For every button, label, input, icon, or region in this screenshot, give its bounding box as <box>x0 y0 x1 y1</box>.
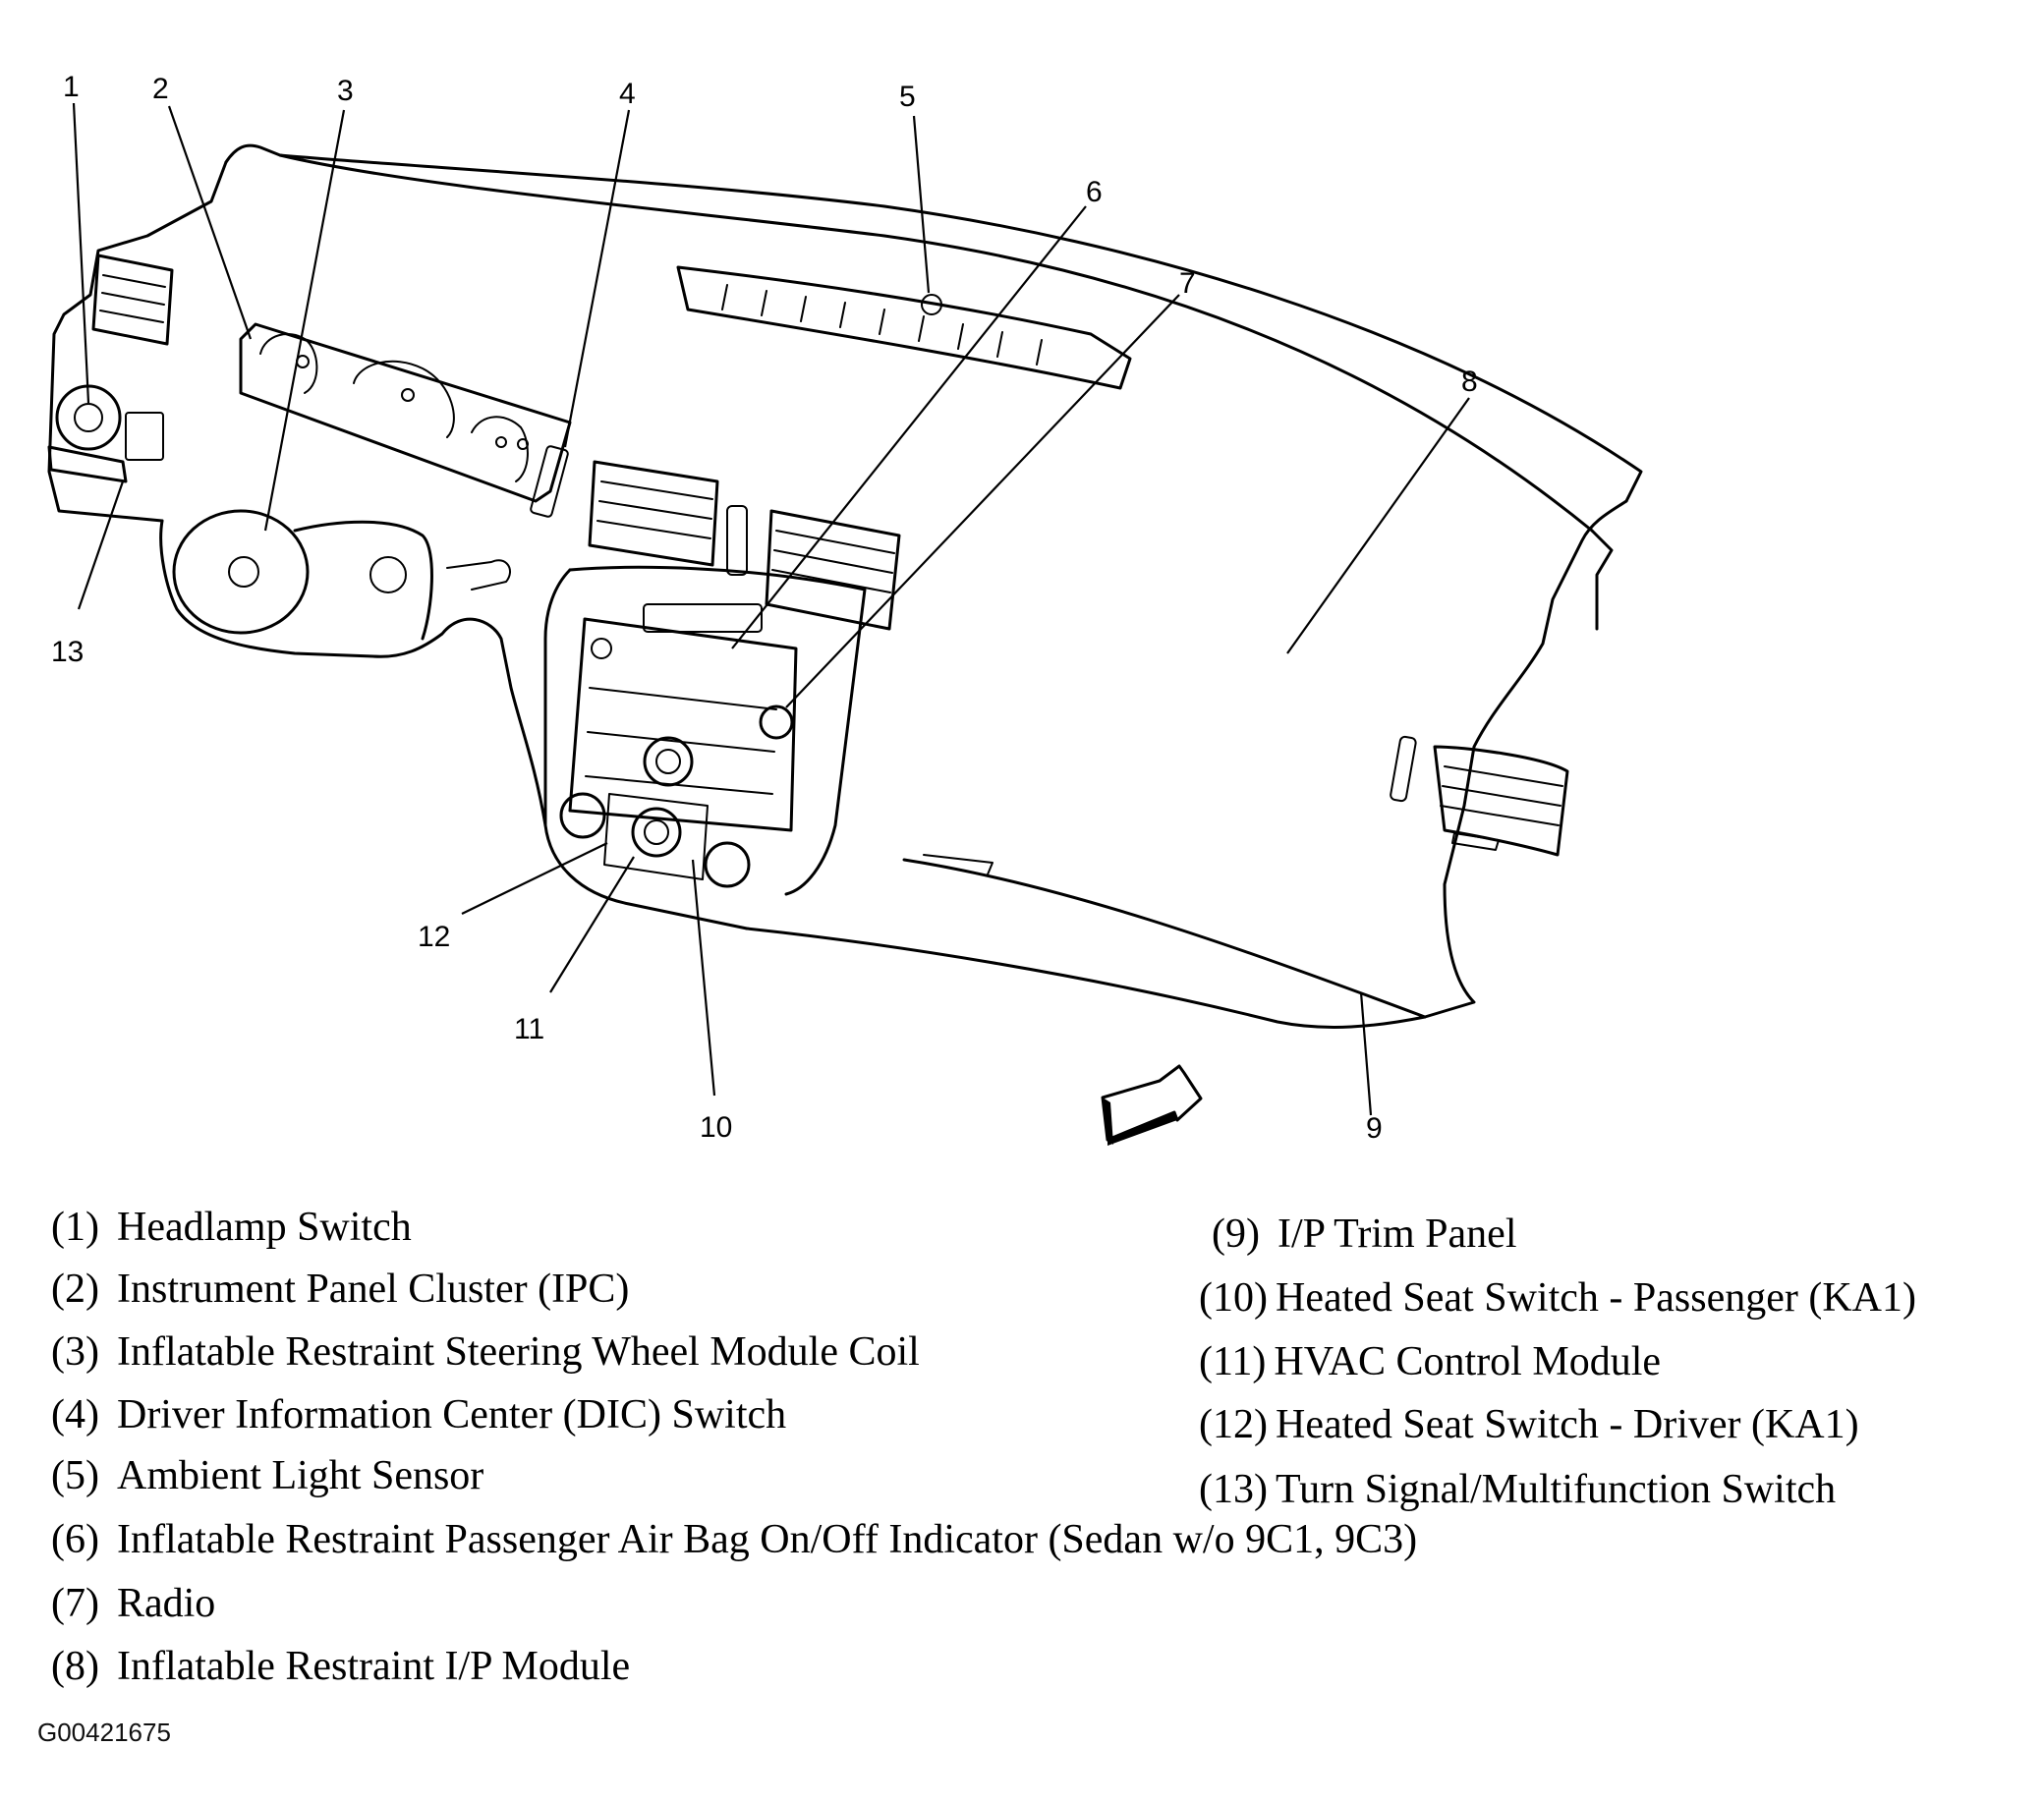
callout-7: 7 <box>1179 267 1196 300</box>
callout-12: 12 <box>418 921 450 953</box>
legend-text: Ambient Light Sensor <box>116 1453 484 1498</box>
callout-2: 2 <box>152 73 169 105</box>
direction-arrow <box>1101 1064 1203 1146</box>
legend-number: (12) <box>1199 1402 1268 1447</box>
legend-item-5: (5) Ambient Light Sensor <box>51 1452 483 1499</box>
figure-id: G00421675 <box>37 1718 171 1747</box>
legend-item-4: (4) Driver Information Center (DIC) Switc… <box>51 1391 786 1438</box>
legend-item-12: (12)Heated Seat Switch - Driver (KA1) <box>1199 1401 1859 1448</box>
callout-1: 1 <box>63 71 80 103</box>
legend-item-11: (11)HVAC Control Module <box>1199 1338 1661 1385</box>
legend-item-9: (9) I/P Trim Panel <box>1212 1211 1517 1258</box>
callout-4: 4 <box>619 78 636 110</box>
legend-item-8: (8) Inflatable Restraint I/P Module <box>51 1643 630 1690</box>
legend-item-2: (2) Instrument Panel Cluster (IPC) <box>51 1266 629 1313</box>
legend-text: Turn Signal/Multifunction Switch <box>1275 1467 1837 1512</box>
legend-number: (8) <box>51 1644 99 1689</box>
legend-number: (13) <box>1199 1467 1268 1512</box>
callout-6: 6 <box>1086 176 1103 208</box>
leader-lines <box>72 102 1470 1116</box>
legend-number: (1) <box>51 1205 99 1250</box>
legend-text: Instrument Panel Cluster (IPC) <box>116 1267 630 1312</box>
legend-number: (7) <box>51 1581 99 1626</box>
callout-13: 13 <box>51 636 84 668</box>
legend-number: (11) <box>1199 1339 1267 1384</box>
legend-text: Driver Information Center (DIC) Switch <box>116 1392 787 1437</box>
legend-number: (2) <box>51 1267 99 1312</box>
legend-number: (9) <box>1212 1211 1260 1257</box>
legend-number: (10) <box>1199 1275 1268 1321</box>
callout-11: 11 <box>514 1013 544 1045</box>
callout-9: 9 <box>1366 1112 1383 1145</box>
legend-number: (5) <box>51 1453 99 1498</box>
callout-10: 10 <box>700 1111 732 1144</box>
dashboard-outline <box>47 143 1643 1029</box>
legend-text: Heated Seat Switch - Passenger (KA1) <box>1275 1275 1916 1321</box>
legend-item-7: (7) Radio <box>51 1580 215 1627</box>
callout-3: 3 <box>337 75 354 107</box>
callout-5: 5 <box>899 81 916 113</box>
legend-text: Radio <box>116 1581 216 1626</box>
legend-text: I/P Trim Panel <box>1277 1211 1517 1257</box>
legend-item-13: (13)Turn Signal/Multifunction Switch <box>1199 1466 1836 1513</box>
legend-text: Headlamp Switch <box>116 1205 412 1250</box>
legend-number: (6) <box>51 1517 99 1562</box>
callout-8: 8 <box>1461 366 1478 398</box>
legend-item-1: (1) Headlamp Switch <box>51 1204 412 1251</box>
legend-text: Inflatable Restraint I/P Module <box>116 1644 631 1689</box>
legend-text: Inflatable Restraint Passenger Air Bag O… <box>116 1517 1418 1562</box>
callout-labels: 1 2 3 4 5 6 7 8 9 10 11 12 13 <box>51 71 1478 1145</box>
legend-item-3: (3) Inflatable Restraint Steering Wheel M… <box>51 1328 920 1376</box>
legend-item-10: (10)Heated Seat Switch - Passenger (KA1) <box>1199 1274 1916 1322</box>
legend-text: Inflatable Restraint Steering Wheel Modu… <box>116 1329 920 1375</box>
legend-text: Heated Seat Switch - Driver (KA1) <box>1275 1402 1859 1447</box>
legend-text: HVAC Control Module <box>1274 1339 1662 1384</box>
legend-item-6: (6) Inflatable Restraint Passenger Air Ba… <box>51 1516 1417 1563</box>
legend-number: (4) <box>51 1392 99 1437</box>
legend-number: (3) <box>51 1329 99 1375</box>
